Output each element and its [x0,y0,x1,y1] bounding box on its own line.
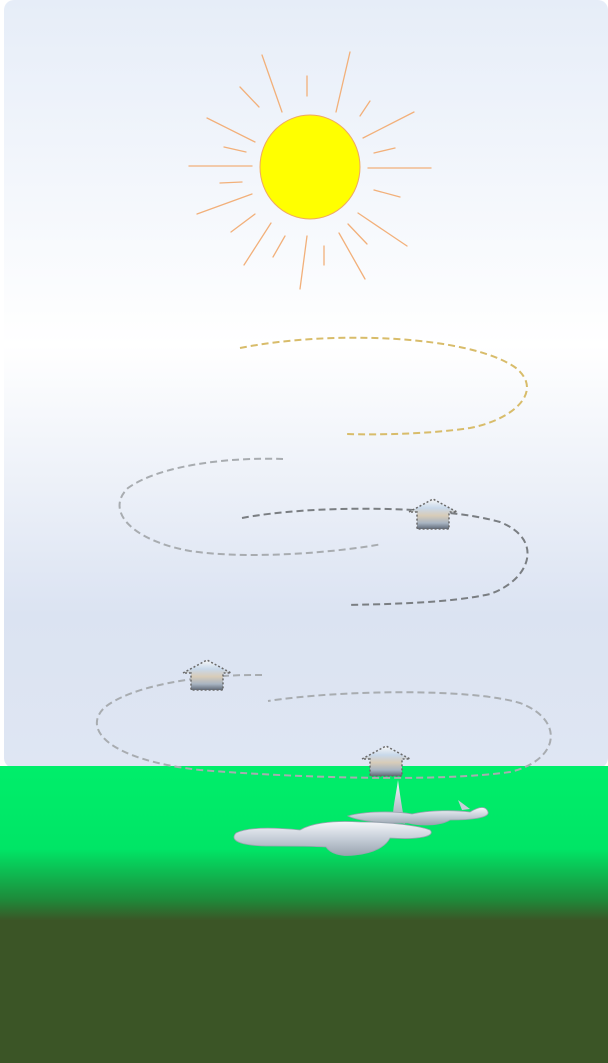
sun-heat-path [239,336,528,436]
vapor-path-middle [241,507,529,606]
water-puddle-icon [233,780,489,856]
vapor-arrow-icon [361,745,411,777]
vapor-path-upper [118,457,383,556]
sun-rays [188,51,432,290]
sky-background [4,0,608,768]
vapor-path-lower [95,673,552,779]
vapor-arrow-icon [408,498,458,530]
vapor-arrow-icon [182,659,232,691]
sun-icon [259,114,361,220]
ground [0,766,608,1063]
